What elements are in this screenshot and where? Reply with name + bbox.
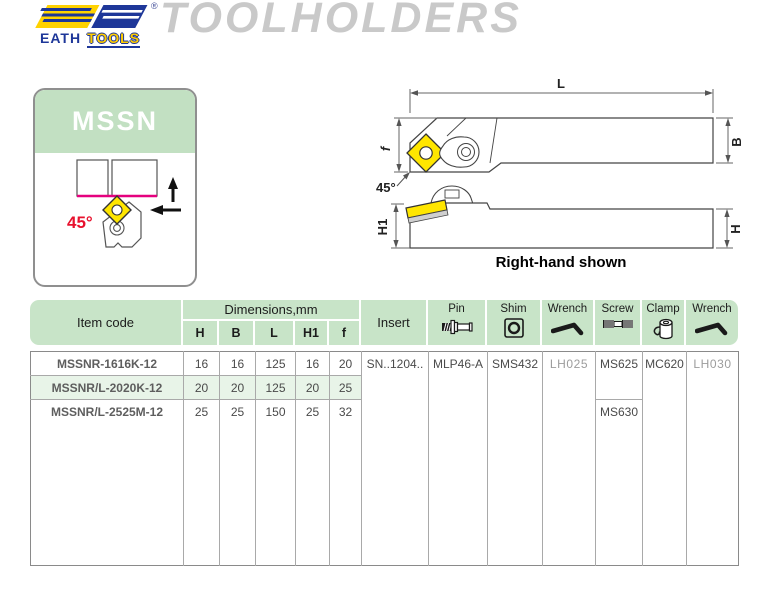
- cell-pin: MLP46-A: [428, 351, 488, 566]
- cell-b: 20: [219, 375, 256, 400]
- col-header-wrench: Wrench: [542, 300, 595, 345]
- drawing-caption: Right-hand shown: [495, 254, 627, 271]
- dim-label-H: H: [728, 224, 743, 233]
- table-filler-row: [30, 423, 739, 566]
- feed-arrows: [150, 177, 181, 215]
- spec-table: MSSNR-1616K-12 16 16 125 16 20 SN..1204.…: [30, 351, 739, 566]
- cell-item-code: MSSNR/L-2525M-12: [30, 399, 184, 423]
- hex-wrench-icon: [695, 322, 728, 336]
- side-view-body: [409, 202, 714, 249]
- col-header-item-code: Item code: [30, 300, 183, 345]
- col-header-pin: Pin: [428, 300, 487, 345]
- cell-item-code: MSSNR-1616K-12: [30, 351, 184, 376]
- workpiece-right: [111, 159, 158, 197]
- dim-label-B: B: [729, 137, 744, 146]
- col-header-h1: H1: [295, 321, 329, 345]
- col-header-clamp: Clamp: [642, 300, 686, 345]
- page-title: TOOLHOLDERS: [160, 0, 522, 42]
- workpiece-left: [76, 159, 109, 197]
- cell-h: 16: [183, 351, 220, 376]
- dim-label-H1: H1: [375, 219, 390, 236]
- cell-b: 16: [219, 351, 256, 376]
- cell-h1: 16: [295, 351, 330, 376]
- drawing-angle-label: 45°: [376, 180, 396, 195]
- col-header-insert: Insert: [361, 300, 428, 345]
- cell-h: 25: [183, 399, 220, 423]
- cell-wrench-2: LH030: [693, 357, 732, 371]
- table-row: MSSNR/L-2525M-12 25 25 150 25 32 MS630: [30, 399, 739, 566]
- pin-icon: [441, 319, 473, 335]
- technical-drawing: L f B 45° H1: [375, 76, 744, 249]
- cell-item-code: MSSNR/L-2020K-12: [30, 375, 184, 400]
- dim-L-lines: [409, 89, 714, 113]
- insert-hole: [111, 204, 123, 216]
- col-header-b: B: [219, 321, 255, 345]
- table-row: MSSNR/L-2020K-12 20 20 125 20 25: [30, 375, 739, 400]
- cell-shim: SMS432: [487, 351, 543, 566]
- cell-b: 25: [219, 399, 256, 423]
- cell-h1: 25: [295, 399, 330, 423]
- col-header-l: L: [255, 321, 295, 345]
- col-header-shim: Shim: [487, 300, 542, 345]
- cell-f: 32: [329, 399, 362, 423]
- logo-text-tools: TOOLS: [87, 30, 141, 48]
- col-header-dimensions: Dimensions,mm: [183, 300, 361, 321]
- screw-icon: [602, 320, 633, 328]
- dim-label-L: L: [557, 76, 565, 91]
- shim-side: [407, 209, 449, 224]
- cell-screw-bottom: MS630: [595, 399, 643, 566]
- cell-l: 150: [255, 399, 296, 423]
- col-header-h: H: [183, 321, 219, 345]
- brand-logo: EATH TOOLS: [30, 4, 160, 50]
- cell-l: 125: [255, 351, 296, 376]
- table-row: MSSNR-1616K-12 16 16 125 16 20 SN..1204.…: [30, 351, 739, 566]
- angle-label: 45°: [67, 213, 93, 232]
- dim-B-lines: [716, 117, 733, 164]
- cell-f: 20: [329, 351, 362, 376]
- hex-wrench-icon: [550, 322, 583, 336]
- logo-text-eath: EATH: [40, 30, 82, 46]
- cell-h: 20: [183, 375, 220, 400]
- product-model: MSSN: [71, 106, 158, 136]
- cell-insert: SN..1204..: [361, 351, 429, 566]
- product-card-header: MSSN: [35, 90, 195, 153]
- dim-f-lines: [394, 117, 437, 173]
- col-header-f: f: [329, 321, 361, 345]
- col-header-wrench-2: Wrench: [686, 300, 738, 345]
- dim-H1-lines: [391, 203, 410, 249]
- col-group-dimensions: Dimensions,mm H B L H1 f: [183, 300, 361, 345]
- shim-icon: [503, 318, 524, 338]
- cell-screw-top: MS625: [595, 351, 643, 400]
- table-header: Item code Dimensions,mm H B L H1 f Inser…: [30, 300, 738, 345]
- cell-f: 25: [329, 375, 362, 400]
- dim-label-f: f: [378, 145, 393, 151]
- cutting-diagram: 45°: [67, 159, 181, 248]
- cell-h1: 20: [295, 375, 330, 400]
- logo-wordmark: EATH TOOLS: [40, 30, 141, 48]
- top-view-body: [409, 117, 714, 173]
- cell-l: 125: [255, 375, 296, 400]
- cell-clamp: MC620: [642, 351, 687, 566]
- col-header-screw: Screw: [595, 300, 642, 345]
- clamp-icon: [653, 318, 673, 340]
- registered-mark: ®: [151, 1, 158, 11]
- dim-H-lines: [716, 208, 733, 249]
- product-card: MSSN 45°: [33, 88, 197, 287]
- logo-swoosh-icon: [35, 5, 148, 28]
- cell-wrench: LH025: [542, 351, 596, 566]
